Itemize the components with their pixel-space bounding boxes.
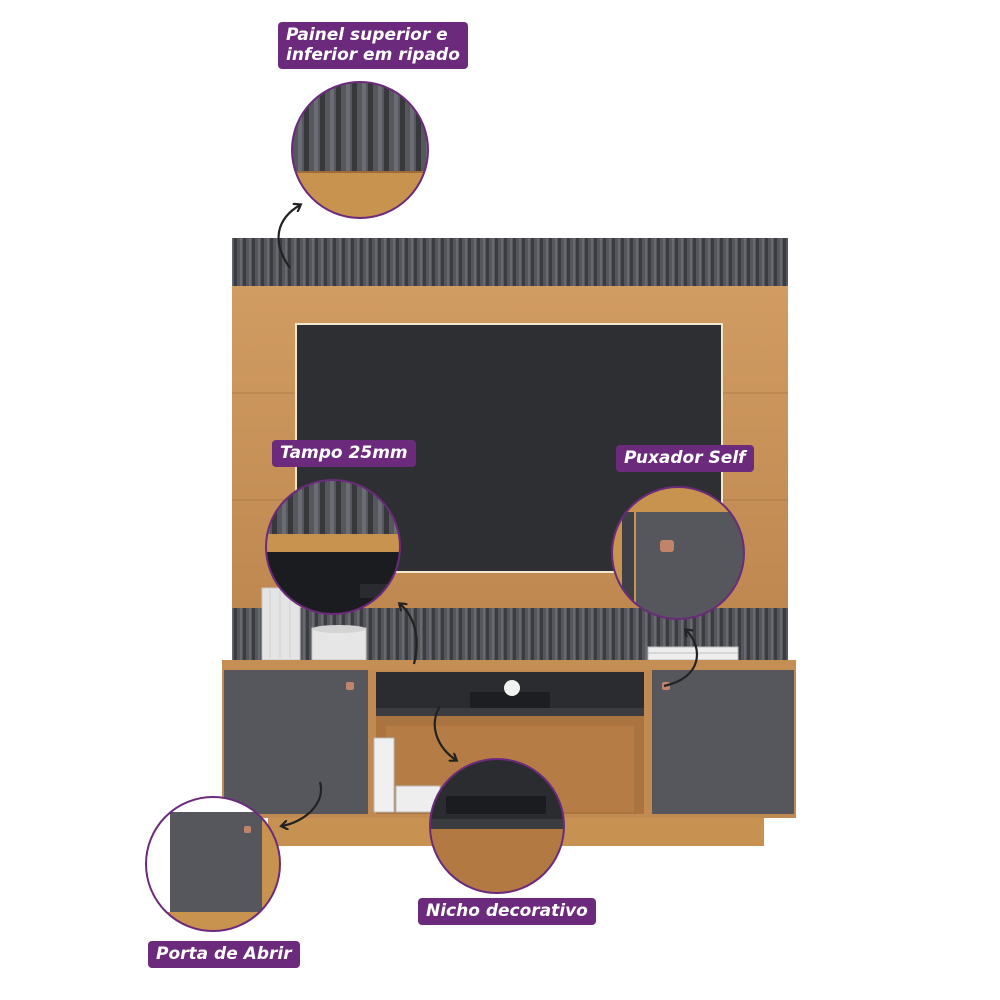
label-ripado-line1: Painel superior e bbox=[286, 25, 448, 45]
arrow-ripado bbox=[277, 205, 300, 269]
label-puxador: Puxador Self bbox=[616, 445, 754, 472]
callout-ripado-circle bbox=[291, 81, 429, 219]
arrow-tampo bbox=[400, 604, 418, 665]
right-door bbox=[652, 670, 794, 814]
callout-porta-circle bbox=[145, 796, 281, 932]
vase-short bbox=[311, 627, 367, 661]
callout-tampo-circle bbox=[265, 479, 401, 615]
left-door bbox=[224, 670, 368, 814]
label-tampo: Tampo 25mm bbox=[272, 440, 416, 467]
receiver-box bbox=[470, 692, 550, 708]
callout-nicho-circle bbox=[429, 758, 565, 894]
arrow-nicho bbox=[433, 705, 456, 760]
arrow-puxador bbox=[663, 630, 699, 688]
callout-puxador-circle bbox=[611, 486, 745, 620]
rack-top bbox=[222, 660, 796, 670]
label-ripado: Painel superior e inferior em ripado bbox=[278, 22, 468, 69]
niche-books bbox=[373, 737, 395, 813]
label-ripado-line2: inferior em ripado bbox=[286, 45, 460, 65]
arrow-porta bbox=[282, 781, 323, 826]
label-nicho: Nicho decorativo bbox=[418, 898, 596, 925]
top-slat-panel bbox=[232, 238, 788, 286]
label-porta: Porta de Abrir bbox=[148, 941, 300, 968]
